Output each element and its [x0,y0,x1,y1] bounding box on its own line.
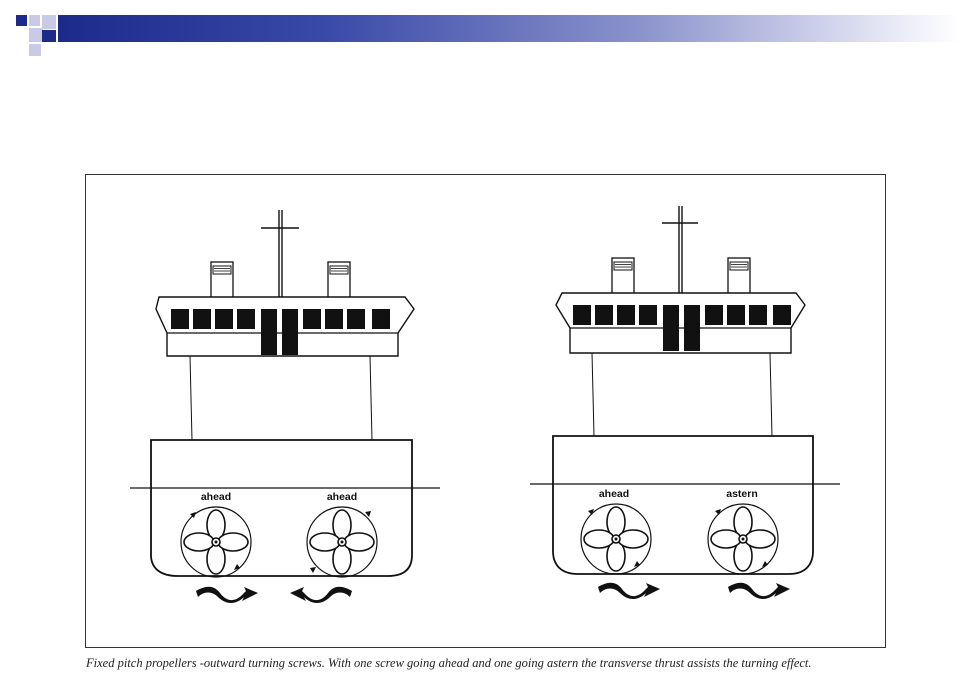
funnel-vent [327,261,351,299]
thrust-arrow-right-icon [728,582,790,599]
thrust-arrow-right-icon [598,582,660,599]
thrust-arrow-left-icon [290,586,352,603]
header-square-light [29,28,43,42]
header-square-dark [42,30,56,42]
rotation-arrow-icon [762,561,768,567]
propeller-disc [580,503,652,575]
propeller-label: ahead [599,488,629,500]
rotation-arrow-icon [310,567,316,573]
header-gradient-bar [58,15,960,42]
rotation-arrow-icon [365,511,371,517]
propeller-label: ahead [201,491,231,503]
rotation-arrow-icon [588,509,594,515]
header-square-light [42,15,56,29]
propeller-disc [707,503,779,575]
hull [150,439,413,577]
funnel-vent [210,261,234,299]
propeller-label: ahead [327,491,357,503]
right-ship: ahead astern [530,206,840,599]
bridge-deck [555,292,806,354]
header-square-dark [16,15,27,26]
diagram-canvas: ahead ahead [130,206,840,603]
figure-caption: Fixed pitch propellers -outward turning … [86,656,812,670]
rotation-arrow-icon [234,564,240,570]
propeller-label: astern [726,488,758,500]
header-square-light [29,44,41,56]
bridge-windows [171,309,390,355]
thrust-arrow-right-icon [196,586,258,603]
bridge-windows [573,305,791,351]
rotation-arrow-icon [190,512,196,518]
rotation-arrow-icon [715,509,721,515]
propeller-disc [180,506,252,578]
rotation-arrow-icon [634,561,640,567]
funnel-vent [727,257,751,295]
funnel-vent [611,257,635,295]
header-square-light [29,15,40,26]
left-ship: ahead ahead [130,210,440,603]
propeller-diagram: ahead ahead [85,174,886,648]
hull [552,435,814,575]
propeller-disc [306,506,378,578]
